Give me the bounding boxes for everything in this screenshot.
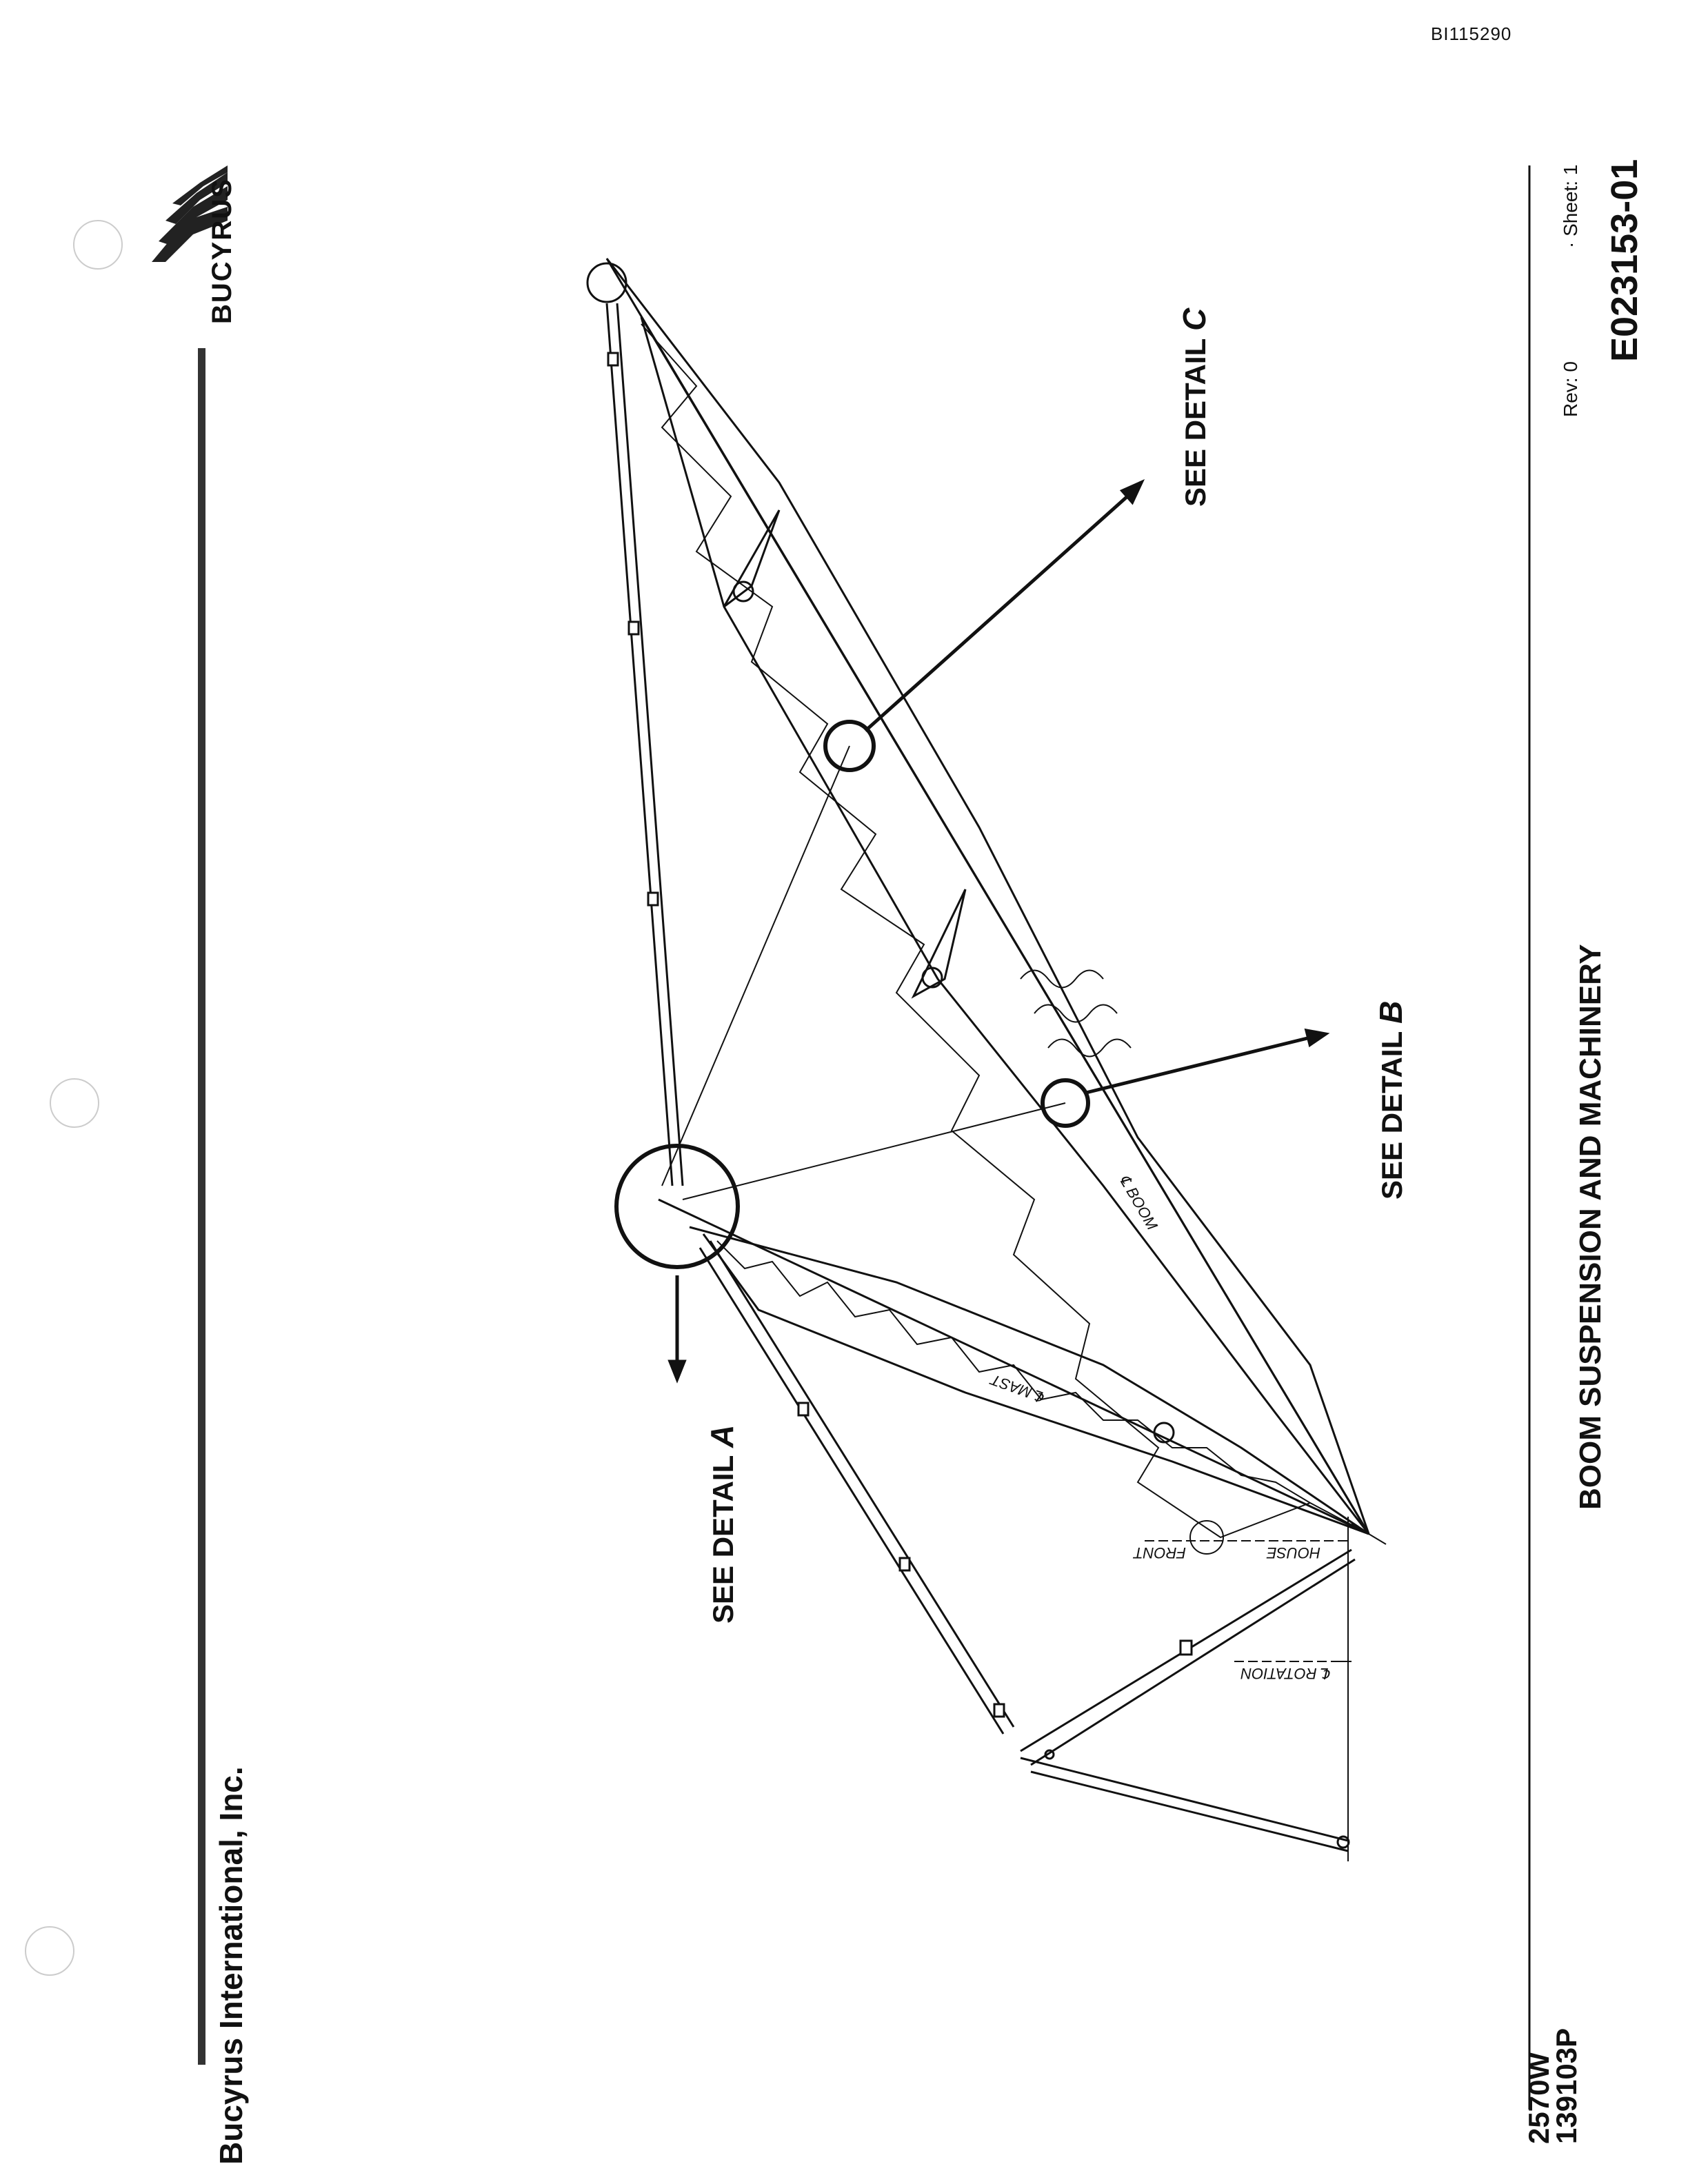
bucyrus-logo-icon xyxy=(152,165,228,262)
see-detail-text: SEE DETAIL xyxy=(707,1455,739,1624)
callout-arrows xyxy=(667,479,1330,1384)
detail-letter-c: C xyxy=(1176,307,1212,331)
company-name: Bucyrus International, Inc. xyxy=(213,1766,249,2165)
house-label: HOUSE xyxy=(1266,1544,1320,1561)
upper-pendant xyxy=(605,303,684,1186)
base-lines xyxy=(1145,1517,1387,1861)
drawing-title: BOOM SUSPENSION AND MACHINERY xyxy=(1574,944,1607,1510)
punch-hole-bottom xyxy=(25,1926,74,1976)
see-detail-text: SEE DETAIL xyxy=(1179,338,1212,507)
rotation-centerline-label: ℄ ROTATION xyxy=(1240,1665,1331,1682)
detail-letter-a: A xyxy=(704,1424,740,1448)
detail-letter-b: B xyxy=(1373,1000,1409,1024)
sheet-label: · Sheet: 1 xyxy=(1560,164,1581,248)
model-number: 2570W xyxy=(1523,2052,1555,2144)
detail-a-circle[interactable] xyxy=(614,1144,740,1269)
revision-label: Rev: 0 xyxy=(1560,361,1581,417)
see-detail-b-label[interactable]: SEE DETAIL B xyxy=(1372,1001,1409,1200)
backstay-pendant xyxy=(699,1240,1015,1735)
suspension-lines xyxy=(661,745,1066,1200)
boom-structure xyxy=(586,258,1370,1539)
document-id: BI115290 xyxy=(1431,23,1512,44)
part-number: 139103P xyxy=(1550,2028,1582,2144)
drawing-number: E023153-01 xyxy=(1604,159,1645,362)
company-rule xyxy=(198,348,205,2065)
mast-structure xyxy=(658,1198,1369,1535)
a-frame xyxy=(1020,1548,1356,1852)
detail-b-circle[interactable] xyxy=(1041,1078,1090,1128)
punch-hole-top xyxy=(73,220,123,270)
logo-wordmark: BUCYRUS xyxy=(207,178,237,324)
punch-hole-middle xyxy=(50,1078,99,1128)
model-block: 2570W 139103P xyxy=(1523,2028,1582,2144)
see-detail-a-label[interactable]: SEE DETAIL A xyxy=(703,1425,741,1624)
detail-c-circle[interactable] xyxy=(823,720,876,772)
see-detail-c-label[interactable]: SEE DETAIL C xyxy=(1176,308,1213,507)
see-detail-text: SEE DETAIL xyxy=(1376,1031,1408,1200)
front-label: FRONT xyxy=(1134,1544,1186,1561)
